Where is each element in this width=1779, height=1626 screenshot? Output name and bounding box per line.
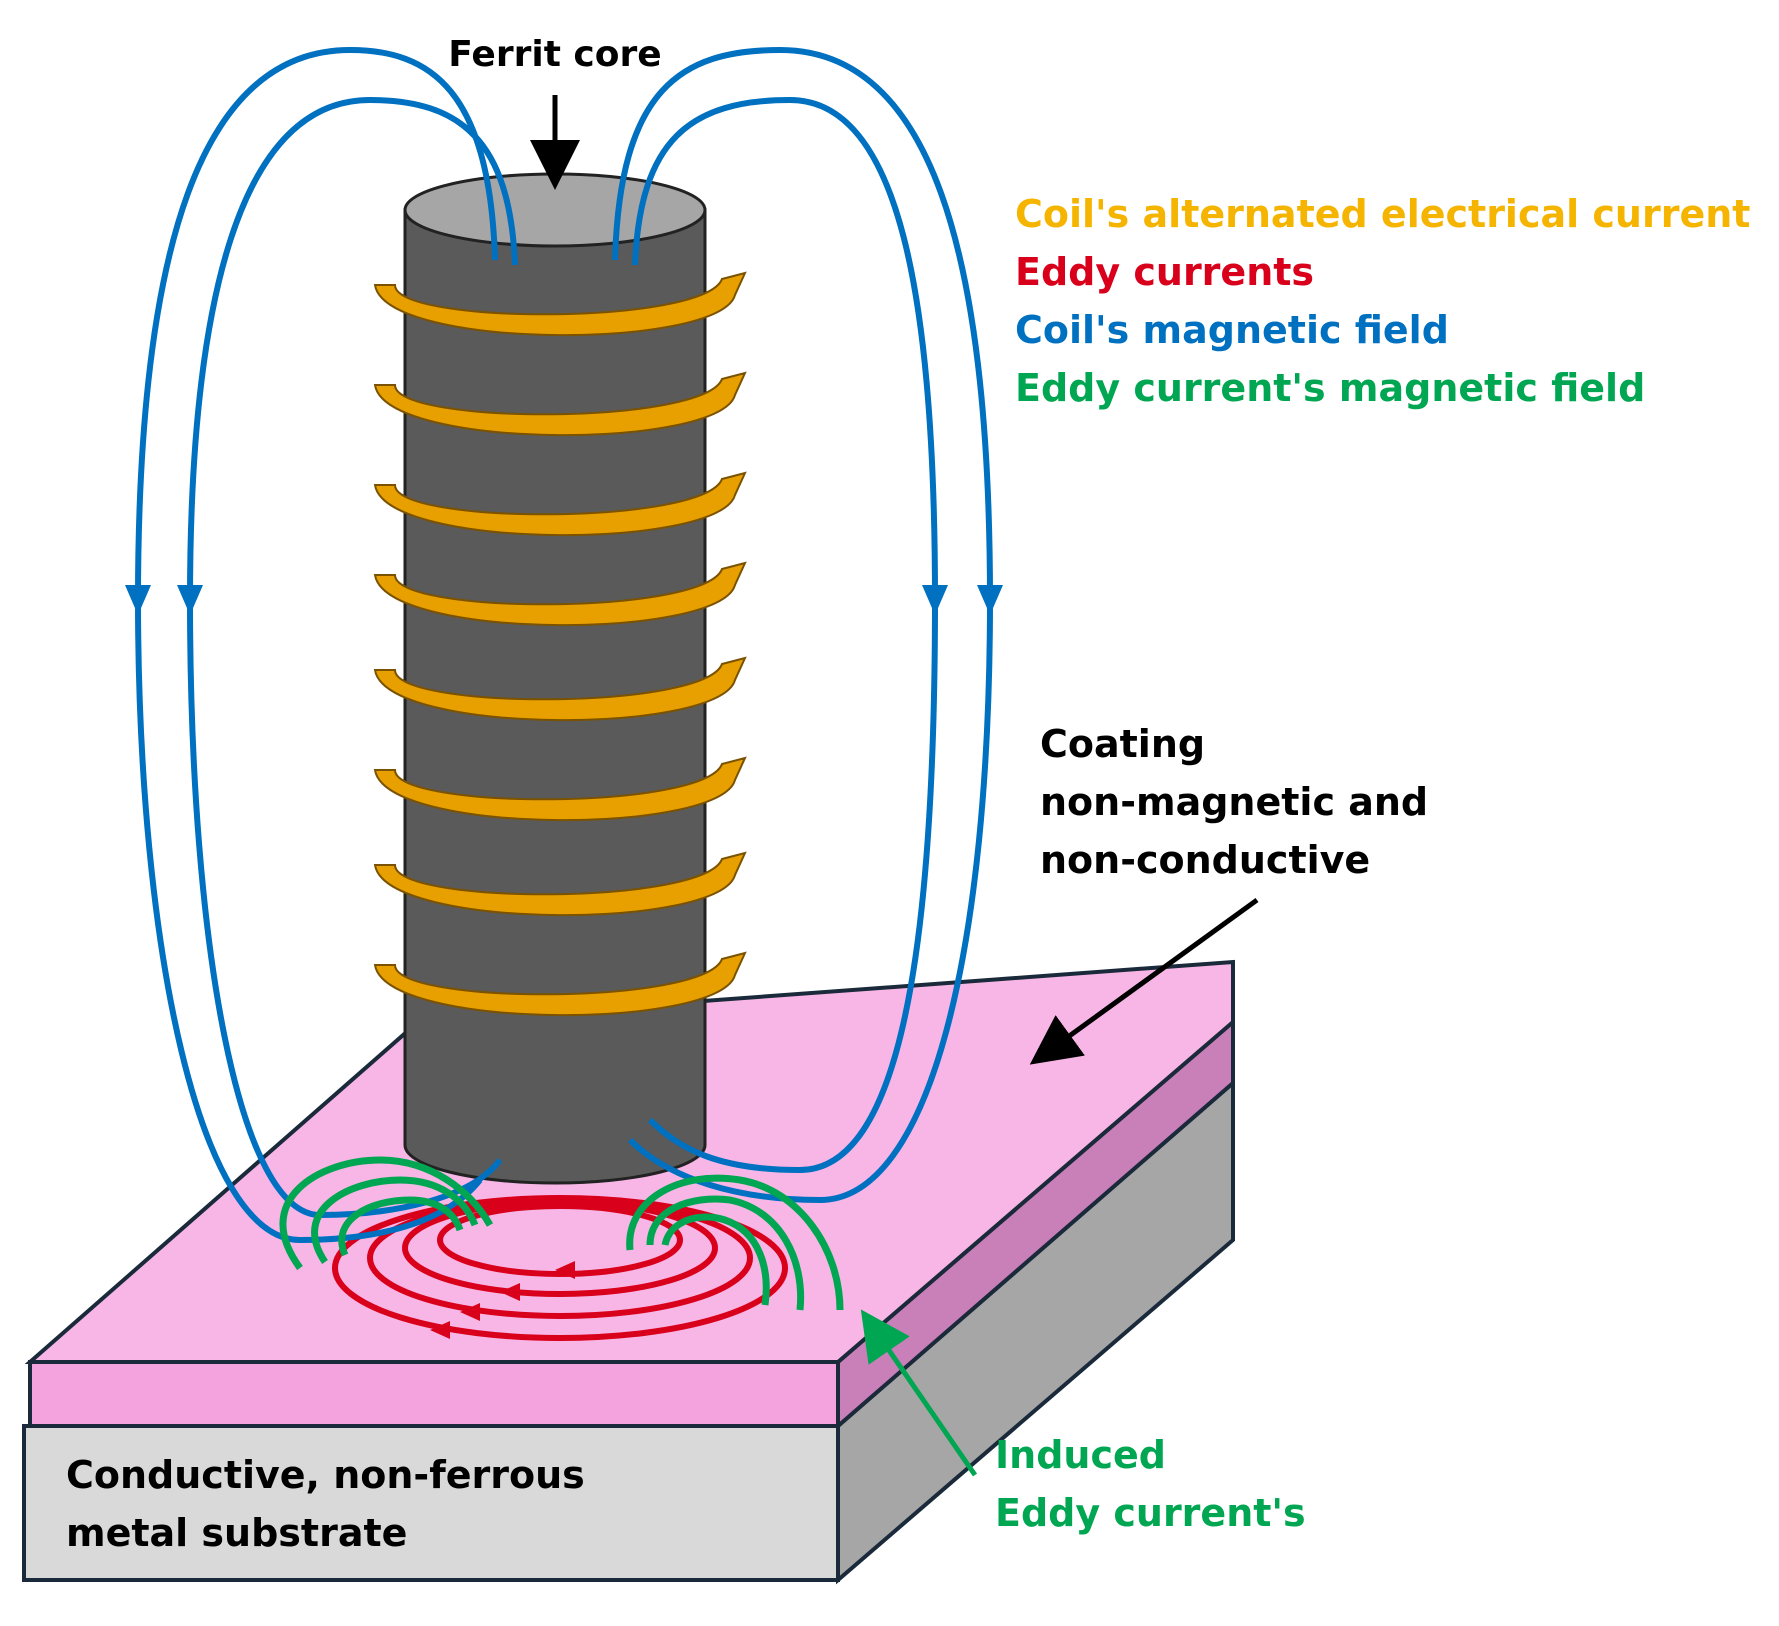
field-arrow — [125, 585, 151, 615]
legend-item-coil-field: Coil's magnetic field — [1015, 308, 1449, 352]
legend-item-eddy-currents: Eddy currents — [1015, 250, 1314, 294]
eddy-arrow — [430, 1321, 450, 1339]
core-top — [403, 172, 707, 248]
eddy-field-arc — [646, 1195, 805, 1311]
coating-label-line2: non-magnetic and — [1040, 780, 1428, 824]
eddy-field-arc — [311, 1176, 479, 1264]
eddy-field-arc — [626, 1174, 844, 1311]
coil-winding — [373, 951, 747, 1016]
eddy-arrow — [500, 1283, 520, 1301]
eddy-arrow — [555, 1261, 575, 1279]
eddy-currents — [332, 1195, 788, 1341]
coil-winding — [373, 756, 747, 821]
coating-front — [28, 1360, 840, 1428]
eddy-magnetic-field — [279, 1156, 844, 1311]
substrate-label-line1: Conductive, non-ferrous — [66, 1453, 585, 1497]
eddy-current-ring — [437, 1203, 683, 1277]
substrate-block — [22, 1078, 1235, 1585]
substrate-label-line2: metal substrate — [66, 1511, 407, 1555]
ferrite-core-label: Ferrit core — [448, 34, 661, 75]
coil-windings — [373, 271, 747, 1016]
coating-label-line1: Coating — [1040, 722, 1205, 766]
substrate-front — [22, 1424, 840, 1582]
eddy-arrow — [460, 1303, 480, 1321]
field-arrow — [922, 585, 948, 615]
eddy-field-arc — [338, 1196, 464, 1257]
eddy-field-arc — [279, 1156, 494, 1271]
field-arrow — [177, 585, 203, 615]
induced-pointer — [860, 1309, 978, 1477]
coil-magnetic-field — [125, 46, 1003, 1244]
eddy-current-ring — [402, 1199, 718, 1297]
legend-item-coil-current: Coil's alternated electrical current — [1015, 192, 1750, 236]
core-body — [403, 208, 707, 1185]
coil-winding — [373, 471, 747, 536]
coil-winding — [373, 656, 747, 721]
coating-pointer — [1029, 897, 1259, 1065]
field-loop-right-inner — [632, 96, 939, 1174]
induced-label-line1: Induced — [995, 1433, 1166, 1477]
ferrite-core — [403, 172, 707, 1185]
coil-winding — [373, 271, 747, 336]
field-arrow — [977, 585, 1003, 615]
field-loop-right-outer — [612, 46, 994, 1204]
coil-winding — [373, 561, 747, 626]
eddy-field-arc — [661, 1213, 770, 1306]
legend-item-eddy-field: Eddy current's magnetic field — [1015, 366, 1645, 410]
coil-winding — [373, 851, 747, 916]
induced-label-line2: Eddy current's — [995, 1491, 1306, 1535]
coil-winding — [373, 371, 747, 436]
coating-label-line3: non-conductive — [1040, 838, 1370, 882]
